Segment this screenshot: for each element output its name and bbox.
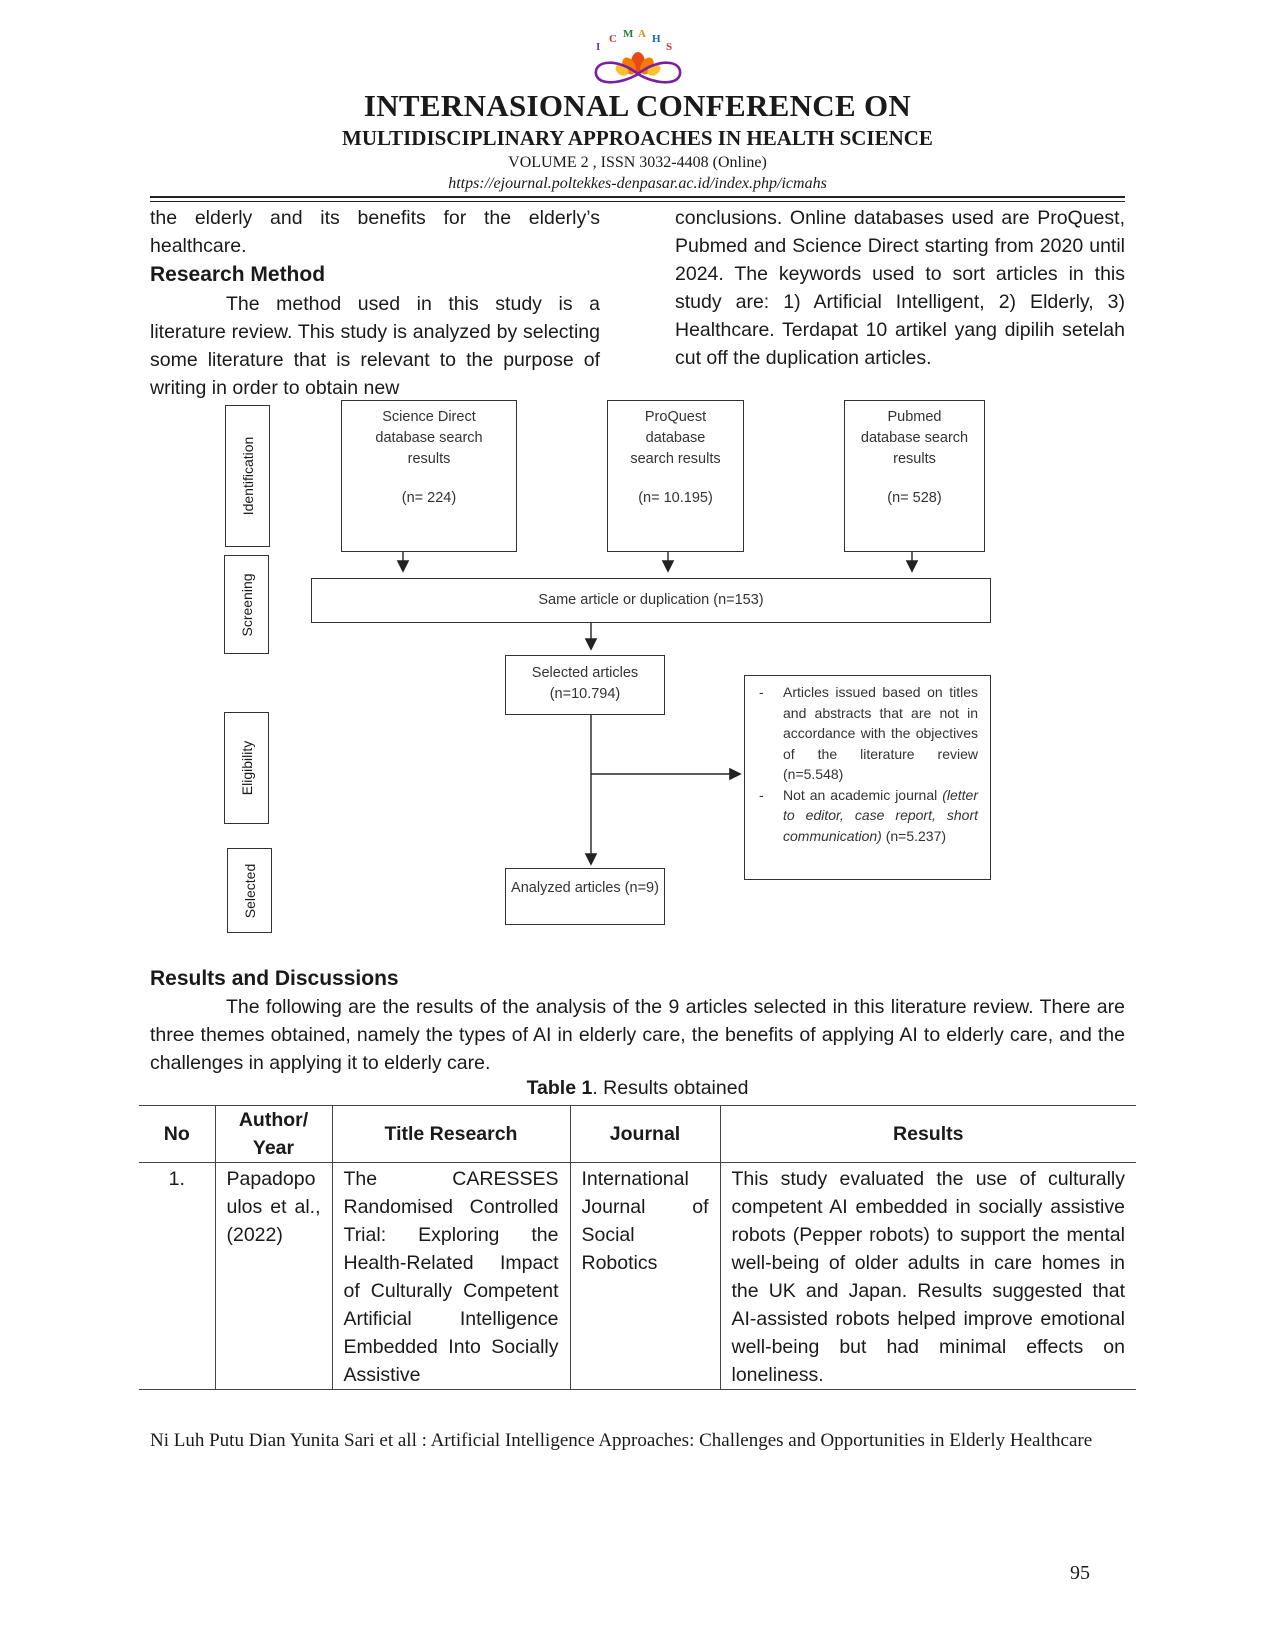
selected-articles-count: (n=10.794) <box>549 686 621 702</box>
table-header-row: No Author/ Year Title Research Journal R… <box>139 1105 1136 1163</box>
pubmed-line-3: results <box>893 451 936 467</box>
stage-selected: Selected <box>227 848 272 933</box>
proquest-line-2: database <box>645 430 706 446</box>
page-number: 95 <box>1070 1562 1090 1584</box>
box-pubmed: Pubmed database search results (n= 528) <box>844 400 985 552</box>
cell-author: Papadopoulos et al., (2022) <box>214 1162 333 1390</box>
table-caption-label: Table 1 <box>526 1077 593 1099</box>
header-title-research: Title Research <box>331 1105 571 1163</box>
header-no: No <box>139 1105 216 1163</box>
box-selected-articles: Selected articles (n=10.794) <box>505 655 665 715</box>
analyzed-articles-text: Analyzed articles (n=9) <box>511 880 659 896</box>
right-column-paragraph: conclusions. Online databases used are P… <box>675 207 1125 369</box>
header-divider-top <box>150 196 1125 198</box>
flow-arrows <box>396 552 919 866</box>
logo-letter-m: M <box>623 30 634 40</box>
science-direct-count: (n= 224) <box>401 490 457 506</box>
volume-issn: VOLUME 2 , ISSN 3032-4408 (Online) <box>508 154 767 171</box>
header-journal: Journal <box>569 1105 721 1163</box>
cell-journal: International Journal of Social Robotics <box>569 1162 721 1390</box>
exclusion-item-1: Articles issued based on titles and abst… <box>757 682 978 785</box>
box-science-direct: Science Direct database search results (… <box>341 400 517 552</box>
results-heading: Results and Discussions <box>150 967 399 990</box>
stage-eligibility-label: Eligibility <box>238 740 255 796</box>
box-proquest: ProQuest database search results (n= 10.… <box>607 400 744 552</box>
cell-title: The CARESSES Randomised Controlled Trial… <box>331 1162 571 1390</box>
results-table: No Author/ Year Title Research Journal R… <box>139 1105 1136 1390</box>
stage-identification: Identification <box>225 405 270 547</box>
logo-letter-h: H <box>652 33 661 45</box>
research-method-heading: Research Method <box>150 263 326 286</box>
header-author-year: Author/ Year <box>214 1105 333 1163</box>
table-caption-text: . Results obtained <box>592 1077 749 1099</box>
exclusion-item-2: Not an academic journal (letter to edito… <box>757 785 978 847</box>
header-results: Results <box>719 1105 1136 1163</box>
conference-title: INTERNASIONAL CONFERENCE ON <box>363 88 912 123</box>
science-direct-line-1: Science Direct <box>382 409 476 425</box>
cell-no: 1. <box>139 1162 216 1390</box>
selected-articles-label: Selected articles <box>531 665 639 681</box>
conference-logo: I C M A H S <box>588 28 688 86</box>
duplication-text: Same article or duplication (n=153) <box>538 592 764 608</box>
stage-selected-label: Selected <box>241 863 258 918</box>
research-method-paragraph: The method used in this study is a liter… <box>150 293 600 399</box>
proquest-line-1: ProQuest <box>644 409 707 425</box>
footer-citation: Ni Luh Putu Dian Yunita Sari et all : Ar… <box>150 1430 1093 1451</box>
proquest-line-3: search results <box>630 451 721 467</box>
left-column: the elderly and its benefits for the eld… <box>150 204 600 402</box>
pubmed-line-2: database search <box>860 430 969 446</box>
box-exclusions: Articles issued based on titles and abst… <box>744 675 991 880</box>
cell-results: This study evaluated the use of cultural… <box>719 1162 1136 1390</box>
proquest-count: (n= 10.195) <box>638 490 713 506</box>
logo-letter-a: A <box>638 30 646 40</box>
table-caption: Table 1. Results obtained <box>0 1077 1275 1100</box>
conference-subtitle: MULTIDISCIPLINARY APPROACHES IN HEALTH S… <box>342 126 933 150</box>
prisma-flow-diagram: Identification Screening Eligibility Sel… <box>215 400 1005 940</box>
box-duplication: Same article or duplication (n=153) <box>311 578 991 623</box>
box-analyzed-articles: Analyzed articles (n=9) <box>505 868 665 925</box>
pubmed-line-1: Pubmed <box>887 409 942 425</box>
stage-screening-label: Screening <box>238 572 255 637</box>
table-row: 1. Papadopoulos et al., (2022) The CARES… <box>139 1162 1136 1390</box>
logo-letter-c: C <box>609 33 617 45</box>
logo-letter-i: I <box>596 41 600 53</box>
science-direct-line-2: database search <box>375 430 483 446</box>
journal-url[interactable]: https://ejournal.poltekkes-denpasar.ac.i… <box>448 175 827 192</box>
logo-letter-s: S <box>666 41 672 53</box>
results-intro-paragraph: The following are the results of the ana… <box>150 996 1125 1074</box>
results-intro: The following are the results of the ana… <box>150 993 1125 1077</box>
header-divider-bottom <box>150 201 1125 202</box>
pubmed-count: (n= 528) <box>887 490 942 506</box>
stage-identification-label: Identification <box>239 436 256 516</box>
left-intro-text: the elderly and its benefits for the eld… <box>150 207 600 257</box>
science-direct-line-3: results <box>407 451 451 467</box>
right-column: conclusions. Online databases used are P… <box>675 204 1125 372</box>
stage-screening: Screening <box>224 555 269 654</box>
stage-eligibility: Eligibility <box>224 712 269 824</box>
